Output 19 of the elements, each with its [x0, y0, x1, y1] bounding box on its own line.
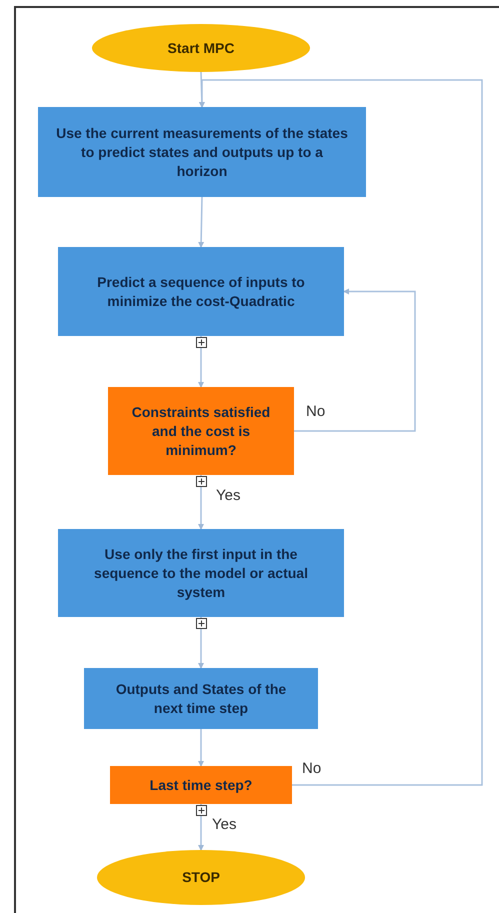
node-label: STOP	[182, 868, 220, 887]
process-box	[84, 668, 318, 729]
node-label: Use only the first input in the sequence to the model or actual system	[93, 544, 309, 602]
connector-arrow	[294, 288, 416, 432]
connector-arrow	[198, 196, 204, 248]
node-label: Last time step?	[150, 776, 252, 794]
node-label: Outputs and States of the next time step	[114, 680, 288, 718]
node-label: Predict a sequence of inputs to minimize the cost-Quadratic	[96, 272, 306, 310]
decision-box	[108, 387, 294, 475]
connector-arrow	[198, 72, 205, 108]
process-box	[58, 247, 344, 336]
node-label: Use the current measurements of the states to predict states and outputs up to a horizon	[55, 124, 349, 180]
node-label: Constraints satisfied and the cost is minimum?	[130, 402, 272, 460]
connector-arrow	[199, 79, 483, 786]
process-box	[58, 529, 344, 617]
process-box	[38, 107, 366, 197]
node-label: Start MPC	[168, 38, 234, 58]
decision-box	[110, 766, 292, 804]
connector-arrow	[198, 729, 204, 767]
